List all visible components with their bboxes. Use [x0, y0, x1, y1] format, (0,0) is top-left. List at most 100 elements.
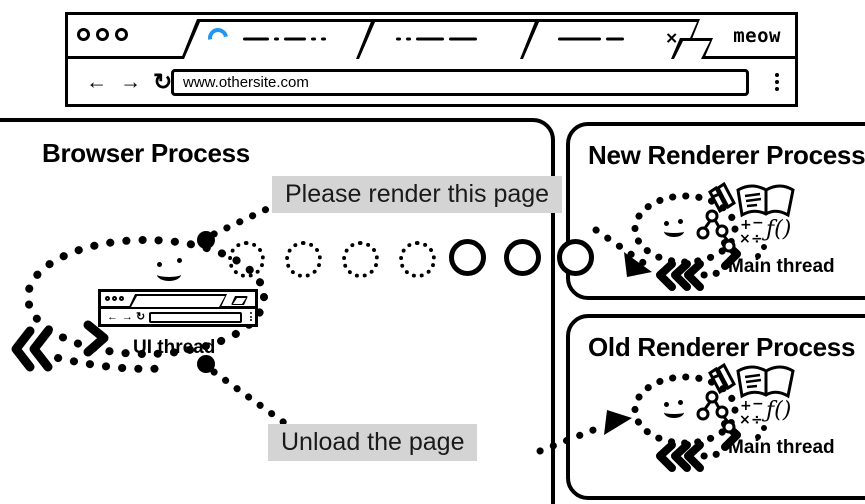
svg-text:+: +	[740, 217, 752, 233]
queue-item-5	[449, 239, 486, 276]
url-bar[interactable]: www.othersite.com	[171, 69, 749, 96]
mini-forward-icon: →	[122, 311, 133, 323]
mini-reload-icon: ↻	[136, 311, 146, 323]
svg-text:+: +	[740, 398, 752, 414]
panel-old-renderer-process	[566, 314, 865, 500]
new-renderer-arrow-line	[592, 226, 652, 270]
mini-new-tab-icon	[231, 296, 248, 305]
browser-window: ✕ ✕	[65, 12, 798, 107]
old-renderer-arrow-line	[536, 421, 610, 455]
mini-menu-icon	[250, 312, 252, 321]
unload-message-anchor-dot	[197, 355, 215, 373]
old-renderer-arrow-head	[604, 410, 632, 435]
svg-text:÷: ÷	[751, 412, 763, 428]
browser-tab-3[interactable]: ✕	[520, 19, 700, 59]
svg-text:−: −	[752, 396, 764, 412]
panel-title-old-renderer-process: Old Renderer Process	[588, 332, 856, 362]
new-renderer-chevron-3	[684, 260, 704, 291]
svg-text:×: ×	[739, 231, 751, 247]
book-lines-icon	[744, 192, 762, 208]
pencil-icon	[708, 181, 736, 214]
mini-browser-tab	[129, 294, 227, 307]
panel-title-new-renderer-process: New Renderer Process	[588, 140, 865, 170]
book-lines-icon	[744, 373, 762, 389]
svg-text:ƒ(): ƒ()	[761, 398, 791, 423]
new-renderer-chevron-2	[671, 260, 691, 291]
window-dot-2[interactable]	[96, 28, 109, 41]
new-tab-button[interactable]	[671, 38, 713, 59]
render-message-leader	[210, 196, 290, 238]
browser-menu-icon[interactable]	[775, 72, 779, 91]
deco-dot-1	[761, 425, 767, 431]
tab-2-title	[396, 37, 477, 41]
url-text[interactable]: www.othersite.com	[183, 74, 309, 91]
panel-title-browser-process: Browser Process	[42, 138, 250, 168]
queue-item-1	[228, 241, 265, 278]
render-message-anchor-dot	[197, 231, 215, 249]
tab-3-close-icon[interactable]: ✕	[665, 30, 678, 48]
ui-thread-loop	[24, 236, 268, 358]
unload-message-label: Unload the page	[268, 424, 478, 461]
ui-thread-label: UI thread	[133, 337, 216, 358]
deco-dot-2	[755, 434, 761, 440]
back-icon[interactable]: ←	[86, 70, 107, 93]
browser-brand-label: meow	[733, 25, 781, 47]
tab-3-title	[558, 37, 624, 41]
tab-strip: ✕ ✕	[68, 15, 795, 59]
old-renderer-chevron-3	[684, 441, 704, 472]
old-renderer-main-thread-label: Main thread	[728, 437, 835, 458]
pencil-icon	[708, 362, 736, 395]
window-dot-1[interactable]	[77, 28, 90, 41]
reload-icon[interactable]: ↻	[153, 68, 173, 94]
window-dot-3[interactable]	[115, 28, 128, 41]
deco-dot-1	[761, 244, 767, 250]
math-symbols-icon: +− ×÷	[739, 215, 764, 247]
tree-graph-icon	[696, 390, 736, 434]
window-controls[interactable]	[77, 28, 128, 41]
ui-thread-browser-icon: ← → ↻	[98, 289, 258, 327]
mini-browser-navbar: ← → ↻	[101, 309, 255, 327]
ui-thread-loop-arrow	[83, 320, 109, 357]
queue-item-6	[504, 239, 541, 276]
book-icon	[736, 365, 795, 399]
new-renderer-chevron-1	[656, 260, 676, 291]
queue-item-2	[285, 241, 322, 278]
mini-window-dots	[105, 296, 124, 301]
forward-icon[interactable]: →	[120, 70, 141, 93]
function-icon: ƒ()	[761, 398, 791, 423]
tree-graph-icon	[696, 209, 736, 253]
svg-text:×: ×	[739, 412, 751, 428]
book-icon	[736, 184, 795, 218]
svg-text:ƒ(): ƒ()	[761, 217, 791, 242]
function-icon: ƒ()	[761, 217, 791, 242]
svg-text:−: −	[752, 215, 764, 231]
math-symbols-icon: +− ×÷	[739, 396, 764, 428]
queue-item-4	[399, 241, 436, 278]
incoming-chevron-1	[11, 326, 35, 372]
ui-thread-smiley-icon	[155, 258, 195, 286]
render-message-label: Please render this page	[272, 176, 563, 213]
new-renderer-arrow-head	[624, 252, 652, 277]
mini-back-icon: ←	[107, 311, 118, 323]
queue-item-7	[557, 239, 594, 276]
deco-dot-2	[755, 253, 761, 259]
new-renderer-chevron-tail	[700, 268, 730, 279]
mini-url-bar	[149, 312, 242, 323]
navigation-bar: ← → ↻ www.othersite.com	[68, 59, 795, 107]
incoming-chevron-2	[29, 326, 53, 372]
old-renderer-smiley-icon	[664, 400, 698, 424]
tab-1-title	[243, 37, 326, 41]
new-renderer-main-thread-label: Main thread	[728, 256, 835, 277]
svg-text:÷: ÷	[751, 231, 763, 247]
old-renderer-chevron-1	[656, 441, 676, 472]
new-renderer-smiley-icon	[664, 219, 698, 243]
mini-browser-tabstrip	[101, 292, 255, 309]
queue-item-3	[342, 241, 379, 278]
incoming-dotted-tail	[54, 354, 172, 373]
old-renderer-chevron-2	[671, 441, 691, 472]
